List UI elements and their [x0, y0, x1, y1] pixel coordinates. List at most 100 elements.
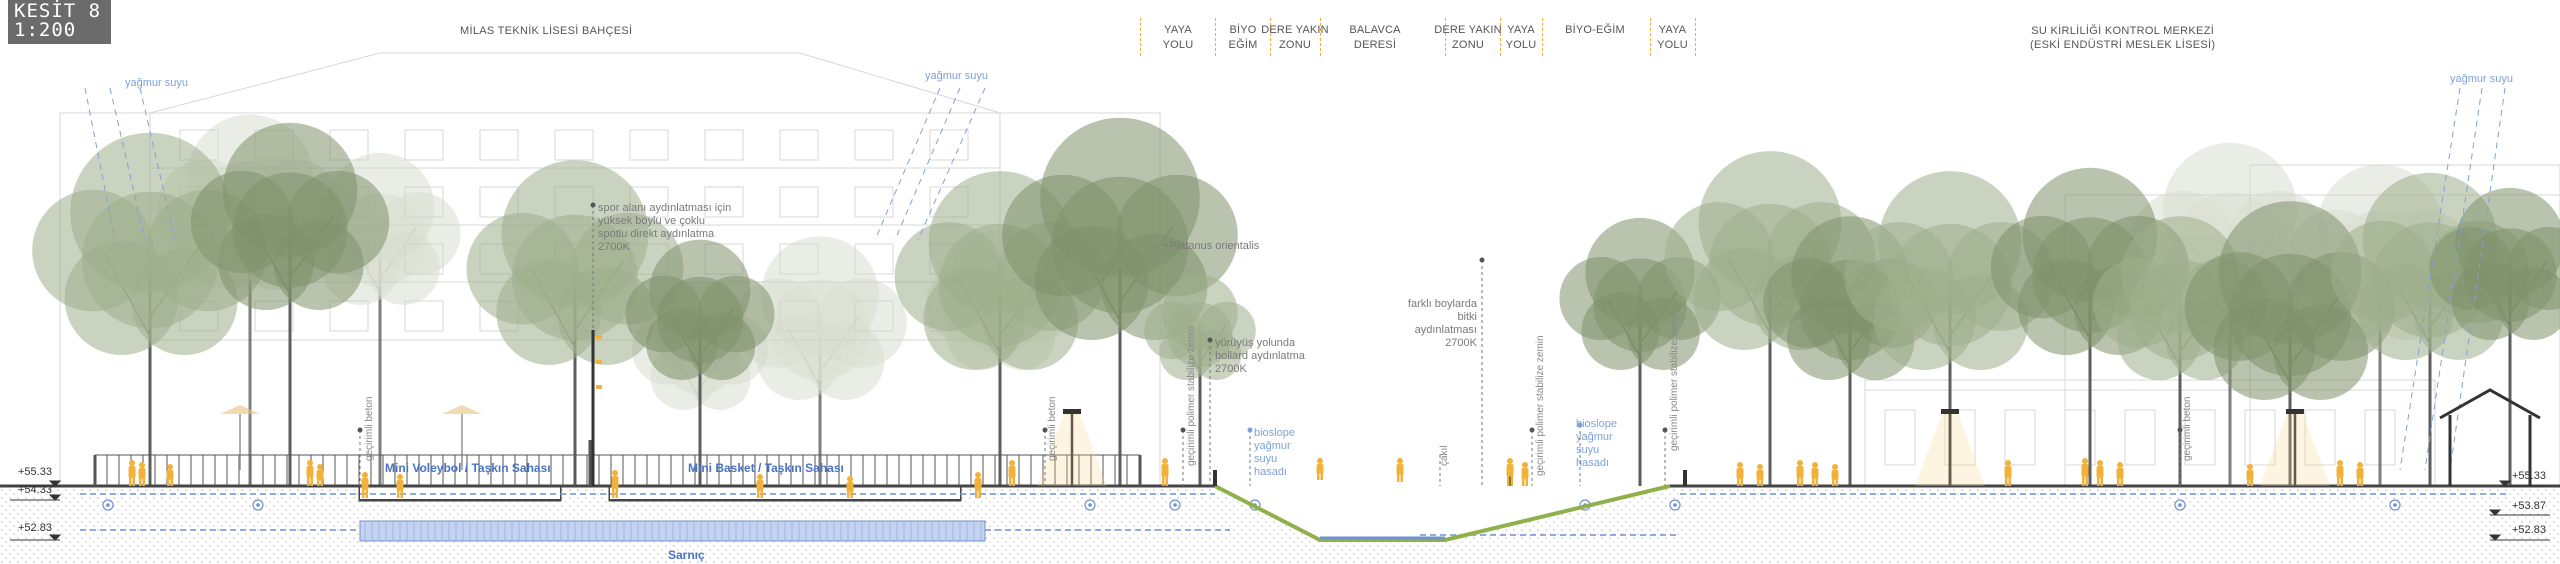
drain-node [2174, 499, 2186, 511]
elevation-label: +53.87 [2512, 500, 2546, 512]
bollard [1683, 470, 1687, 486]
person [396, 474, 404, 498]
person [316, 464, 324, 486]
material-label: geçirimli beton [1047, 396, 1058, 461]
person [2336, 460, 2344, 486]
person [1396, 458, 1404, 482]
material-label: geçirimli beton [364, 396, 375, 461]
leader-dots [357, 202, 2183, 433]
person [1831, 464, 1839, 486]
person [1316, 458, 1324, 480]
bollard [1213, 470, 1217, 486]
elevation-label: +55.33 [2512, 470, 2546, 482]
right-kiosk [2439, 388, 2541, 486]
foreground-trees [32, 117, 2560, 486]
volleyball-field-label: Mini Voleybol / Taşkın Sahası [385, 461, 551, 475]
person [361, 472, 369, 498]
drain-node [1169, 499, 1181, 511]
drain-node [102, 499, 114, 511]
lamps [220, 405, 2330, 486]
person [166, 464, 174, 486]
tree [190, 122, 390, 486]
person [2096, 460, 2104, 486]
person [846, 476, 854, 498]
person [138, 462, 146, 486]
soil-valley [1215, 486, 1670, 564]
soil-right [1670, 486, 2560, 564]
elevation-label: +55.33 [18, 466, 52, 478]
platanus-note: +Platanus orientalis [1163, 240, 1260, 252]
drain-node [2389, 499, 2401, 511]
person [756, 474, 764, 498]
people [128, 458, 2364, 498]
material-label: geçirimli polimer stabilize zemin [1186, 325, 1197, 466]
person [2356, 462, 2364, 486]
zone-label: BİYO-EĞİM [1565, 24, 1625, 36]
fence [93, 440, 1142, 486]
left-building-label: MİLAS TEKNİK LİSESİ BAHÇESİ [460, 24, 632, 38]
tree [466, 160, 684, 486]
elevation-label: +54.33 [18, 484, 52, 496]
person [128, 460, 136, 486]
tree [1144, 274, 1256, 486]
rain-label: yağmur suyu [925, 70, 988, 82]
person [2004, 460, 2012, 486]
person [974, 472, 982, 498]
street-lamp [1037, 409, 1107, 486]
elevation-label: +52.83 [18, 522, 52, 534]
drain-node [1669, 499, 1681, 511]
drain-node [1084, 499, 1096, 511]
material-label: geçirimli polimer stabilize zemin [1669, 310, 1680, 451]
bollard [1508, 470, 1512, 486]
material-label: geçirimli beton [2182, 396, 2193, 461]
section-title-badge: KESİT 8 1:200 [8, 0, 111, 44]
person [306, 460, 314, 486]
cistern-label: Sarnıç [668, 548, 705, 562]
person [611, 470, 619, 498]
material-label: geçirimli polimer stabilize zemin [1535, 335, 1546, 476]
right-building-name: SU KİRLİLİĞİ KONTROL MERKEZİ [2031, 25, 2215, 37]
person [1161, 458, 1169, 486]
street-lamp [1915, 409, 1985, 486]
person [1756, 464, 1764, 486]
right-building-label: SU KİRLİLİĞİ KONTROL MERKEZİ (ESKİ ENDÜS… [2030, 24, 2215, 52]
person [1811, 462, 1819, 486]
rain-arrows [84, 87, 2506, 471]
person [2246, 464, 2254, 486]
left-building-name: MİLAS TEKNİK LİSESİ BAHÇESİ [460, 25, 633, 37]
rain-label: yağmur suyu [2450, 73, 2513, 85]
rain-label: yağmur suyu [125, 77, 188, 89]
person [1521, 462, 1529, 486]
person [1008, 460, 1016, 486]
section-number: KESİT 8 [14, 0, 102, 22]
person [1506, 458, 1514, 486]
drainage-lines [80, 493, 2510, 536]
court-lamp [442, 405, 482, 470]
tree [2429, 187, 2560, 486]
leader-lines [359, 205, 2181, 486]
person [1796, 460, 1804, 486]
right-building-subname: (ESKİ ENDÜSTRİ MESLEK LİSESİ) [2030, 39, 2216, 51]
court-lamp [220, 405, 260, 470]
sport-light-pole [591, 330, 602, 486]
section-scale: 1:200 [14, 19, 77, 41]
person [1736, 462, 1744, 486]
tree [625, 239, 775, 486]
drain-node [252, 499, 264, 511]
elevation-label: +52.83 [2512, 524, 2546, 536]
material-label: çakıl [1439, 445, 1450, 466]
person [2116, 462, 2124, 486]
